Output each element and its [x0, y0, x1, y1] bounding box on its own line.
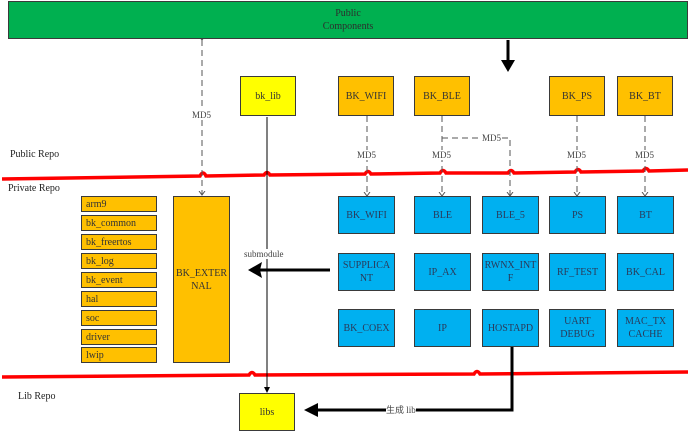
- rwnx-intf-box[interactable]: RWNX_INT F: [482, 253, 539, 291]
- md5-label: MD5: [635, 150, 655, 160]
- submodule-bk-event[interactable]: bk_event: [81, 272, 157, 288]
- submodule-driver[interactable]: driver: [81, 329, 157, 345]
- submodule-hal[interactable]: hal: [81, 291, 157, 307]
- uart-debug-box[interactable]: UART DEBUG: [549, 309, 606, 347]
- hostapd-box[interactable]: HOSTAPD: [482, 309, 539, 347]
- ip-box[interactable]: IP: [414, 309, 471, 347]
- submodule-soc[interactable]: soc: [81, 310, 157, 326]
- md5-label: MD5: [432, 150, 452, 160]
- bk-wifi-private-box[interactable]: BK_WIFI: [338, 196, 395, 234]
- ble-box[interactable]: BLE: [414, 196, 471, 234]
- generate-lib-arrow: [316, 341, 514, 412]
- rf-test-box[interactable]: RF_TEST: [549, 253, 606, 291]
- md5-link-ble5: [442, 137, 510, 196]
- generate-lib-label: 生成 lib: [386, 405, 416, 415]
- md5-label: MD5: [567, 150, 587, 160]
- bk-lib-box[interactable]: bk_lib: [240, 76, 296, 116]
- bk-wifi-public-box[interactable]: BK_WIFI: [338, 76, 394, 116]
- bt-box[interactable]: BT: [617, 196, 674, 234]
- md5-label: MD5: [357, 150, 377, 160]
- ip-ax-box[interactable]: IP_AX: [414, 253, 471, 291]
- md5-label: MD5: [192, 110, 212, 120]
- bk-ble-public-box[interactable]: BK_BLE: [414, 76, 470, 116]
- public-components-box[interactable]: Public Components: [8, 1, 688, 39]
- private-lib-divider: [1, 369, 688, 379]
- submodule-bk-log[interactable]: bk_log: [81, 253, 157, 269]
- supplicant-box[interactable]: SUPPLICA NT: [338, 253, 395, 291]
- lib-repo-label: Lib Repo: [18, 391, 56, 402]
- md5-label: MD5: [482, 133, 502, 143]
- submodule-lwip[interactable]: lwip: [81, 347, 157, 363]
- ps-box[interactable]: PS: [549, 196, 606, 234]
- bk-cal-box[interactable]: BK_CAL: [617, 253, 674, 291]
- ble-5-box[interactable]: BLE_5: [482, 196, 539, 234]
- bk-external-box[interactable]: BK_EXTER NAL: [173, 196, 230, 363]
- submodule-arm9[interactable]: arm9: [81, 196, 157, 212]
- submodule-label: submodule: [244, 249, 284, 259]
- mac-tx-cache-box[interactable]: MAC_TX CACHE: [617, 309, 674, 347]
- private-repo-label: Private Repo: [8, 183, 60, 194]
- public-repo-label: Public Repo: [10, 149, 60, 160]
- submodule-bk-freertos[interactable]: bk_freertos: [81, 234, 157, 250]
- public-private-divider: [1, 166, 688, 181]
- bk-ps-public-box[interactable]: BK_PS: [549, 76, 605, 116]
- bk-coex-box[interactable]: BK_COEX: [338, 309, 395, 347]
- libs-box[interactable]: libs: [239, 393, 295, 431]
- submodule-bk-common[interactable]: bk_common: [81, 215, 157, 231]
- bk-bt-public-box[interactable]: BK_BT: [617, 76, 673, 116]
